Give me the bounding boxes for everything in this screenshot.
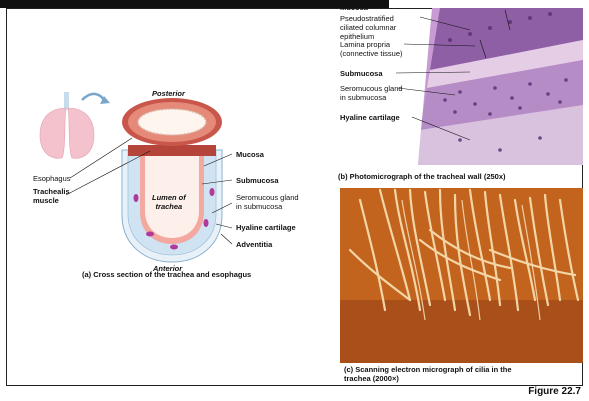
caption-c: (c) Scanning electron micrograph of cili… [344,365,544,383]
figure-label: Figure 22.7 [528,386,581,397]
